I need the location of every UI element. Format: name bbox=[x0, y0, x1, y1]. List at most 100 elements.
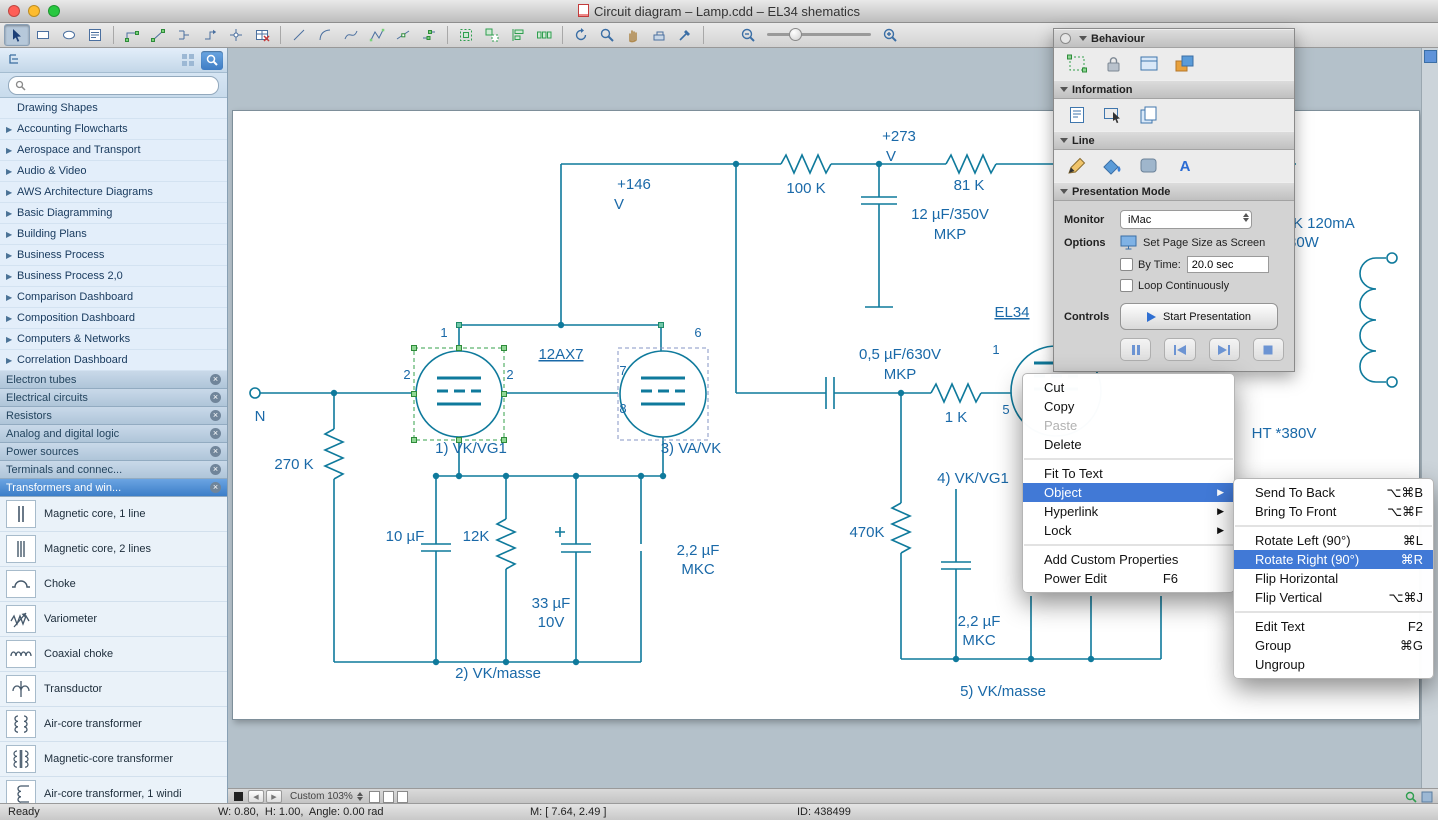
distribute-tool[interactable] bbox=[531, 24, 557, 46]
disclosure-triangle-icon[interactable]: ▶ bbox=[6, 166, 13, 176]
library-header[interactable]: Electron tubes bbox=[0, 371, 227, 389]
next-slide-button[interactable] bbox=[1208, 338, 1240, 361]
rotate-tool[interactable] bbox=[568, 24, 594, 46]
select-tool[interactable] bbox=[4, 23, 30, 46]
connector-elbow-tool[interactable] bbox=[119, 24, 145, 46]
zoom-slider[interactable] bbox=[767, 28, 871, 41]
disclosure-triangle-icon[interactable]: ▶ bbox=[6, 208, 13, 218]
sidebar-category[interactable]: ▶ Audio & Video bbox=[0, 161, 227, 182]
shape-item[interactable]: Variometer bbox=[0, 602, 227, 637]
group-tool[interactable] bbox=[453, 24, 479, 46]
submenu-item[interactable]: Bring To Front ⌥⌘F bbox=[1234, 502, 1433, 521]
disclosure-triangle-icon[interactable] bbox=[1060, 189, 1068, 194]
submenu-item[interactable]: Group ⌘G bbox=[1234, 636, 1433, 655]
monitor-select[interactable]: iMac bbox=[1120, 210, 1252, 229]
zoom-level-control[interactable]: Custom 103% bbox=[290, 791, 363, 802]
zoom-in-button[interactable] bbox=[877, 24, 903, 46]
sidebar-category[interactable]: ▶ Business Process 2,0 bbox=[0, 266, 227, 287]
shape-item[interactable]: Air-core transformer, 1 windi bbox=[0, 777, 227, 804]
library-header[interactable]: Analog and digital logic bbox=[0, 425, 227, 443]
context-menu-item[interactable]: Object ▶ bbox=[1023, 483, 1234, 502]
sidebar-category[interactable]: Drawing Shapes bbox=[0, 98, 227, 119]
connector-line-tool[interactable] bbox=[145, 24, 171, 46]
disclosure-triangle-icon[interactable]: ▶ bbox=[6, 271, 13, 281]
context-menu-item[interactable]: Power Edit F6 bbox=[1023, 569, 1234, 588]
line-tool[interactable] bbox=[286, 24, 312, 46]
shape-item[interactable]: Magnetic core, 1 line bbox=[0, 497, 227, 532]
sidebar-category[interactable]: ▶ Composition Dashboard bbox=[0, 308, 227, 329]
shape-item[interactable]: Transductor bbox=[0, 672, 227, 707]
page-options-button[interactable] bbox=[1423, 50, 1437, 63]
context-menu-item[interactable]: Hyperlink ▶ bbox=[1023, 502, 1234, 521]
context-menu-item[interactable]: Fit To Text bbox=[1023, 464, 1234, 483]
disclosure-triangle-icon[interactable]: ▶ bbox=[6, 313, 13, 323]
submenu-item[interactable]: Flip Vertical ⌥⌘J bbox=[1234, 588, 1433, 607]
context-menu-item[interactable]: Add Custom Properties bbox=[1023, 550, 1234, 569]
pan-tool[interactable] bbox=[620, 24, 646, 46]
close-library-icon[interactable] bbox=[210, 428, 221, 439]
spline-tool[interactable] bbox=[338, 24, 364, 46]
previous-slide-button[interactable] bbox=[1164, 338, 1196, 361]
grid-view-icon[interactable] bbox=[177, 51, 199, 70]
library-header[interactable]: Terminals and connec... bbox=[0, 461, 227, 479]
sidebar-category[interactable]: ▶ Building Plans bbox=[0, 224, 227, 245]
context-menu-item[interactable]: Delete bbox=[1023, 435, 1234, 454]
submenu-item[interactable] bbox=[1235, 611, 1432, 613]
close-library-icon[interactable] bbox=[210, 374, 221, 385]
close-library-icon[interactable] bbox=[210, 464, 221, 475]
zoom-stepper-icon[interactable] bbox=[356, 792, 363, 801]
tube-12ax7-b[interactable] bbox=[619, 350, 707, 438]
submenu-item[interactable]: Edit Text F2 bbox=[1234, 617, 1433, 636]
lock-icon[interactable] bbox=[1100, 53, 1126, 75]
align-tool[interactable] bbox=[505, 24, 531, 46]
format-painter-tool[interactable] bbox=[646, 24, 672, 46]
disclosure-triangle-icon[interactable]: ▶ bbox=[6, 124, 13, 134]
sidebar-category[interactable]: ▶ Aerospace and Transport bbox=[0, 140, 227, 161]
selection-frame-icon[interactable] bbox=[1064, 53, 1090, 75]
submenu-item[interactable]: Rotate Right (90°) ⌘R bbox=[1234, 550, 1433, 569]
submenu-item[interactable]: Send To Back ⌥⌘B bbox=[1234, 483, 1433, 502]
disclosure-triangle-icon[interactable]: ▶ bbox=[6, 187, 13, 197]
eyedropper-tool[interactable] bbox=[672, 24, 698, 46]
connector-tree-tool[interactable] bbox=[171, 24, 197, 46]
panel-knob-icon[interactable] bbox=[1060, 33, 1071, 44]
rectangle-tool[interactable] bbox=[30, 24, 56, 46]
submenu-item[interactable]: Ungroup bbox=[1234, 655, 1433, 674]
context-menu-item[interactable]: Lock ▶ bbox=[1023, 521, 1234, 540]
context-menu-item[interactable]: Cut bbox=[1023, 378, 1234, 397]
library-header[interactable]: Power sources bbox=[0, 443, 227, 461]
information-section-header[interactable]: Information bbox=[1054, 80, 1294, 99]
pages-copy-icon[interactable] bbox=[1136, 104, 1162, 126]
sidebar-category[interactable]: ▶ Business Process bbox=[0, 245, 227, 266]
submenu-item[interactable] bbox=[1235, 525, 1432, 527]
split-line-tool[interactable] bbox=[416, 24, 442, 46]
context-menu-item[interactable] bbox=[1024, 544, 1233, 546]
search-input[interactable] bbox=[30, 78, 212, 92]
page-tab[interactable] bbox=[396, 790, 408, 803]
pause-button[interactable] bbox=[1120, 338, 1152, 361]
by-time-input[interactable] bbox=[1186, 256, 1269, 273]
shape-item[interactable]: Magnetic-core transformer bbox=[0, 742, 227, 777]
stop-button[interactable] bbox=[1252, 338, 1284, 361]
style-overlap-icon[interactable] bbox=[1172, 53, 1198, 75]
disclosure-triangle-icon[interactable] bbox=[1060, 87, 1068, 92]
sidebar-category[interactable]: ▶ Accounting Flowcharts bbox=[0, 119, 227, 140]
connector-arrow-tool[interactable] bbox=[197, 24, 223, 46]
close-library-icon[interactable] bbox=[210, 446, 221, 457]
text-tool[interactable] bbox=[82, 24, 108, 46]
close-window-button[interactable] bbox=[8, 5, 20, 17]
context-menu-item[interactable]: Paste bbox=[1023, 416, 1234, 435]
sidebar-category[interactable]: ▶ Basic Diagramming bbox=[0, 203, 227, 224]
sidebar-category[interactable]: ▶ Comparison Dashboard bbox=[0, 287, 227, 308]
submenu-item[interactable]: Rotate Left (90°) ⌘L bbox=[1234, 531, 1433, 550]
endpoint-handles[interactable] bbox=[456, 322, 664, 328]
shadow-box-icon[interactable] bbox=[1136, 155, 1162, 177]
page-tab[interactable] bbox=[368, 790, 380, 803]
close-library-icon[interactable] bbox=[210, 482, 221, 493]
fit-page-button[interactable] bbox=[1404, 790, 1418, 803]
disclosure-triangle-icon[interactable]: ▶ bbox=[6, 145, 13, 155]
sidebar-category[interactable]: ▶ AWS Architecture Diagrams bbox=[0, 182, 227, 203]
disclosure-triangle-icon[interactable]: ▶ bbox=[6, 292, 13, 302]
selection-box-green[interactable] bbox=[413, 347, 505, 441]
shape-item[interactable]: Choke bbox=[0, 567, 227, 602]
